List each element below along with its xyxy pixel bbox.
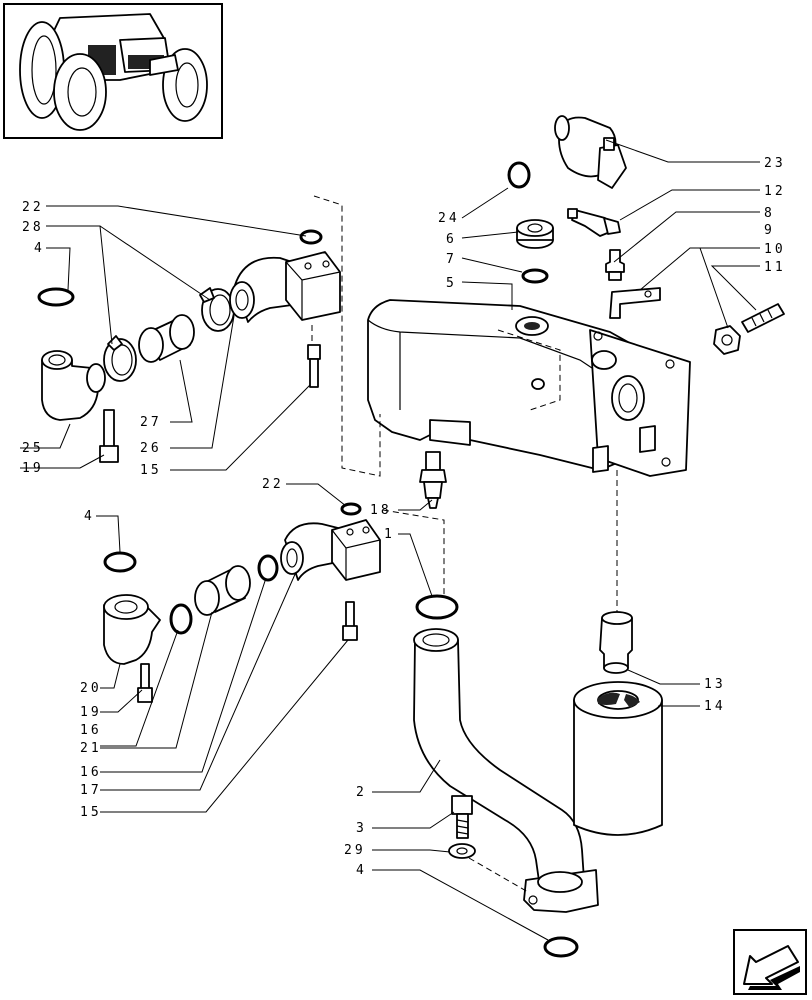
o-ring-16b: [257, 554, 279, 582]
bolt-19b: [137, 663, 153, 703]
o-ring-4a: [37, 287, 75, 307]
callout-15a: 15: [140, 463, 162, 478]
callout-6: 6: [446, 232, 457, 247]
callout-4b: 4: [84, 509, 95, 524]
o-ring-24: [507, 161, 531, 189]
callout-16a: 16: [80, 723, 102, 738]
callout-3: 3: [356, 821, 367, 836]
o-ring-4c: [543, 936, 579, 958]
elbow-20: [103, 594, 161, 665]
callout-2: 2: [356, 785, 367, 800]
callout-23: 23: [764, 156, 786, 171]
callout-20: 20: [80, 681, 102, 696]
callout-19a: 19: [22, 461, 44, 476]
elbow-17: [280, 522, 339, 581]
callout-5: 5: [446, 276, 457, 291]
callout-22a: 22: [22, 200, 44, 215]
o-ring-16a: [169, 603, 193, 635]
callout-16b: 16: [80, 765, 102, 780]
callout-21: 21: [80, 741, 102, 756]
callout-10: 10: [764, 242, 786, 257]
manifold-5: [367, 299, 691, 477]
bolt-19a: [99, 409, 119, 463]
bracket-9: [609, 287, 661, 319]
callout-14: 14: [704, 699, 726, 714]
back-arrow-icon[interactable]: [733, 929, 807, 995]
o-ring-1: [415, 594, 459, 620]
block-15b: [331, 519, 381, 581]
hose-21: [194, 565, 251, 616]
callout-7: 7: [446, 252, 457, 267]
callout-9: 9: [764, 223, 775, 238]
pressure-switch-23: [554, 115, 627, 189]
plug-6: [516, 219, 554, 249]
nut-10: [713, 325, 741, 355]
stud-11: [741, 303, 785, 333]
callout-4a: 4: [34, 241, 45, 256]
callout-13: 13: [704, 677, 726, 692]
washer-29: [448, 843, 476, 859]
callout-26: 26: [140, 441, 162, 456]
elbow-26: [229, 256, 293, 323]
callout-18: 18: [370, 503, 392, 518]
callout-28: 28: [22, 220, 44, 235]
hose-27: [138, 314, 195, 363]
bolt-3: [451, 795, 473, 839]
callout-27: 27: [140, 415, 162, 430]
o-ring-4b: [103, 551, 137, 573]
callout-22b: 22: [262, 477, 284, 492]
callout-11: 11: [764, 260, 786, 275]
temperature-sensor-12: [567, 208, 621, 237]
o-ring-22a: [299, 229, 323, 245]
callout-1: 1: [384, 527, 395, 542]
callout-24: 24: [438, 211, 460, 226]
callout-25: 25: [22, 441, 44, 456]
grease-nipple-8: [605, 249, 625, 281]
filter-14: [573, 681, 663, 836]
callout-12: 12: [764, 184, 786, 199]
callout-19b: 19: [80, 705, 102, 720]
callout-4c: 4: [356, 863, 367, 878]
callout-8: 8: [764, 206, 775, 221]
block-15a: [285, 251, 341, 321]
o-ring-7: [521, 268, 549, 284]
callout-29: 29: [344, 843, 366, 858]
callout-15b: 15: [80, 805, 102, 820]
hose-clamp-28b: [199, 287, 235, 332]
tractor-thumbnail[interactable]: [3, 3, 223, 139]
bolt-15a: [307, 344, 321, 388]
adapter-13: [599, 611, 633, 674]
fitting-18: [419, 451, 447, 509]
elbow-25: [41, 350, 106, 421]
hose-clamp-28a: [103, 335, 137, 382]
bolt-15b: [342, 601, 358, 641]
pipe-2: [413, 628, 599, 913]
callout-17: 17: [80, 783, 102, 798]
o-ring-22b: [340, 502, 362, 516]
